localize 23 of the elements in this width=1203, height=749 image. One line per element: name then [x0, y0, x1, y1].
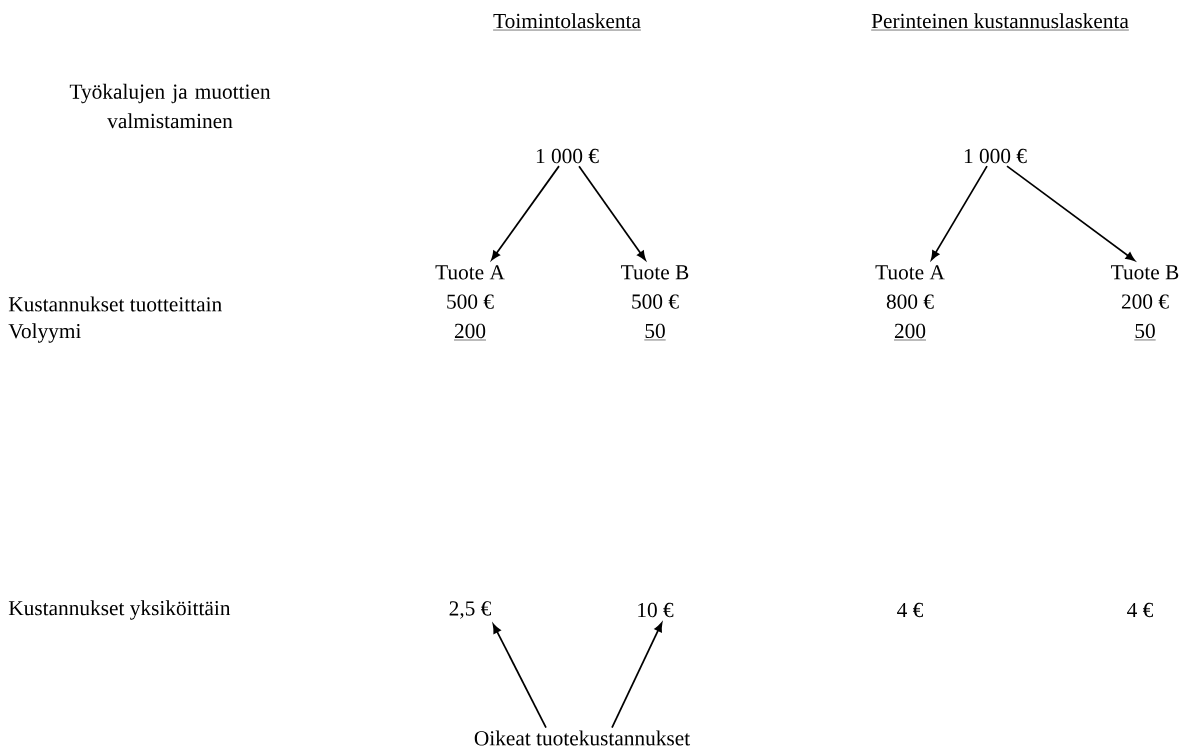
row-label: Työkalujen ja muottien valmistaminen: [69, 83, 271, 129]
value-text: 1 000 €: [536, 148, 599, 164]
arrow: [492, 623, 547, 729]
value-text: Oikeat tuotekustannukset: [474, 730, 690, 746]
arrow: [611, 622, 663, 729]
row-label: Kustannukset tuotteittain: [8, 296, 222, 312]
value-text: 4 €: [1127, 602, 1153, 618]
cost-stack: Tuote A 800 € 200: [875, 265, 945, 341]
cost-stack: Tuote B 500 € 50: [621, 265, 689, 341]
value-text: 1 000 €: [964, 148, 1027, 164]
arrow: [491, 165, 560, 261]
row-label: Volyymi: [8, 323, 81, 343]
row-label: Kustannukset yksiköittäin: [8, 600, 231, 620]
arrow: [1006, 165, 1136, 262]
arrow: [578, 165, 646, 261]
value-text: 4 €: [897, 602, 923, 618]
arrow: [930, 165, 988, 261]
value-text: 10 €: [638, 602, 674, 618]
cost-stack: Tuote B 200 € 50: [1111, 265, 1179, 341]
value-text: 2,5 €: [449, 601, 491, 619]
cost-stack: Tuote A 500 € 200: [435, 265, 505, 341]
column-heading: Perinteinen kustannuslaskenta: [870, 13, 1130, 31]
column-heading: Toimintolaskenta: [492, 13, 642, 31]
